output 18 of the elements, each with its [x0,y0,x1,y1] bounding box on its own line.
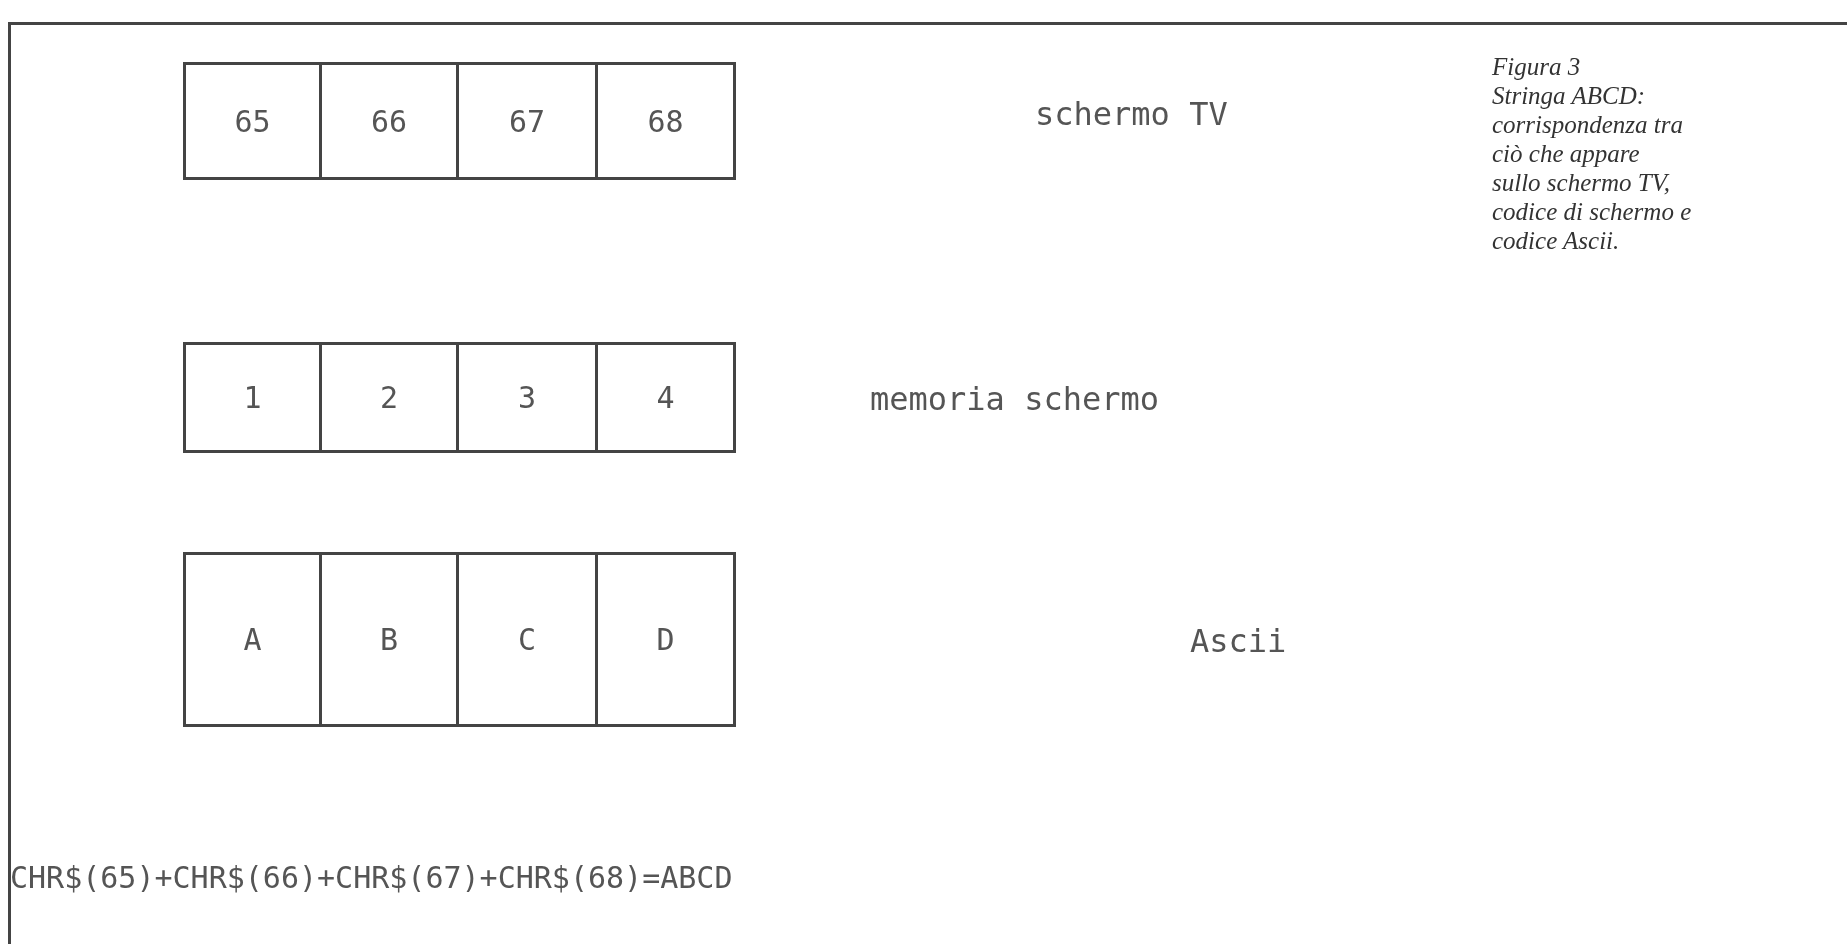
table-cell: 67 [459,62,598,180]
table-cell: 68 [598,62,736,180]
table-cell: 1 [183,342,322,453]
table-cell: 2 [322,342,459,453]
row-label: memoria schermo [870,380,1159,418]
table-cell: 65 [183,62,322,180]
table-cell: 4 [598,342,736,453]
table-cell: D [598,552,736,727]
code-line: CHR$(65)+CHR$(66)+CHR$(67)+CHR$(68)=ABCD [10,860,733,895]
row-label: schermo TV [1035,95,1228,133]
figure-title: Figura 3 [1492,52,1582,81]
table-cell: 66 [322,62,459,180]
row-label: Ascii [1190,622,1287,660]
table-cell: A [183,552,322,727]
figure-caption: Stringa ABCD: corrispondenza tra ciò che appare sullo schermo TV, codice di schermo e codice Ascii. [1492,81,1692,255]
table-cell: 3 [459,342,598,453]
table-cell: B [322,552,459,727]
table-cell: C [459,552,598,727]
